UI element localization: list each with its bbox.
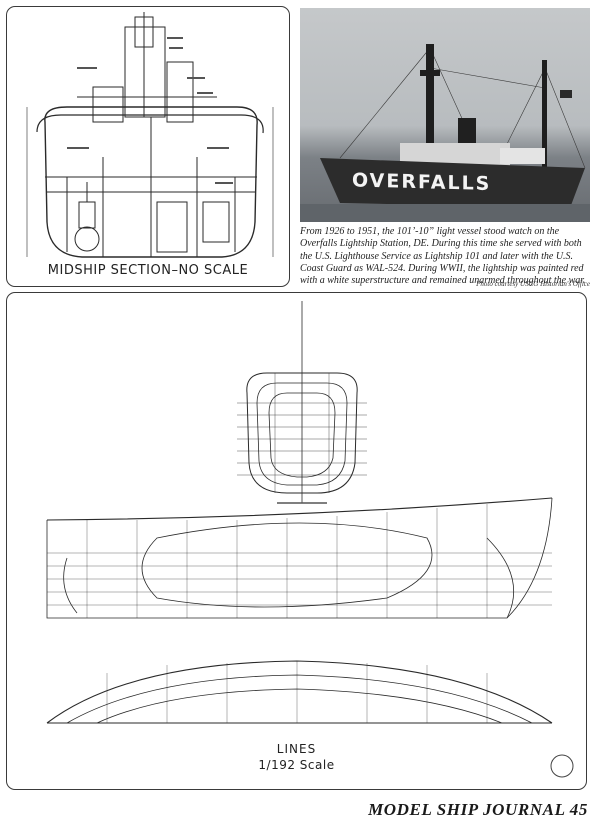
- lightship-photo: OVERFALLS: [300, 8, 590, 222]
- lines-scale: 1/192 Scale: [258, 758, 335, 772]
- sheer-plan-drawing: [46, 497, 553, 619]
- body-plan-drawing: [237, 301, 367, 504]
- midship-section-drawing: [26, 12, 274, 258]
- half-breadth-plan-drawing: [46, 660, 553, 724]
- photo-credit: Photo courtesy USCG Historian's Office: [476, 280, 590, 288]
- circle-mark-icon: [550, 754, 574, 778]
- lines-title: LINES: [276, 742, 317, 756]
- photo-caption: From 1926 to 1951, the 101’-10” light ve…: [300, 226, 586, 287]
- midship-section-panel: MIDSHIP SECTION–NO SCALE: [6, 6, 290, 287]
- midship-section-caption: MIDSHIP SECTION–NO SCALE: [47, 263, 249, 278]
- lines-drawing-panel: LINES 1/192 Scale: [6, 292, 587, 790]
- page-footer: MODEL SHIP JOURNAL 45: [368, 800, 588, 819]
- lightship-illustration: [300, 44, 590, 222]
